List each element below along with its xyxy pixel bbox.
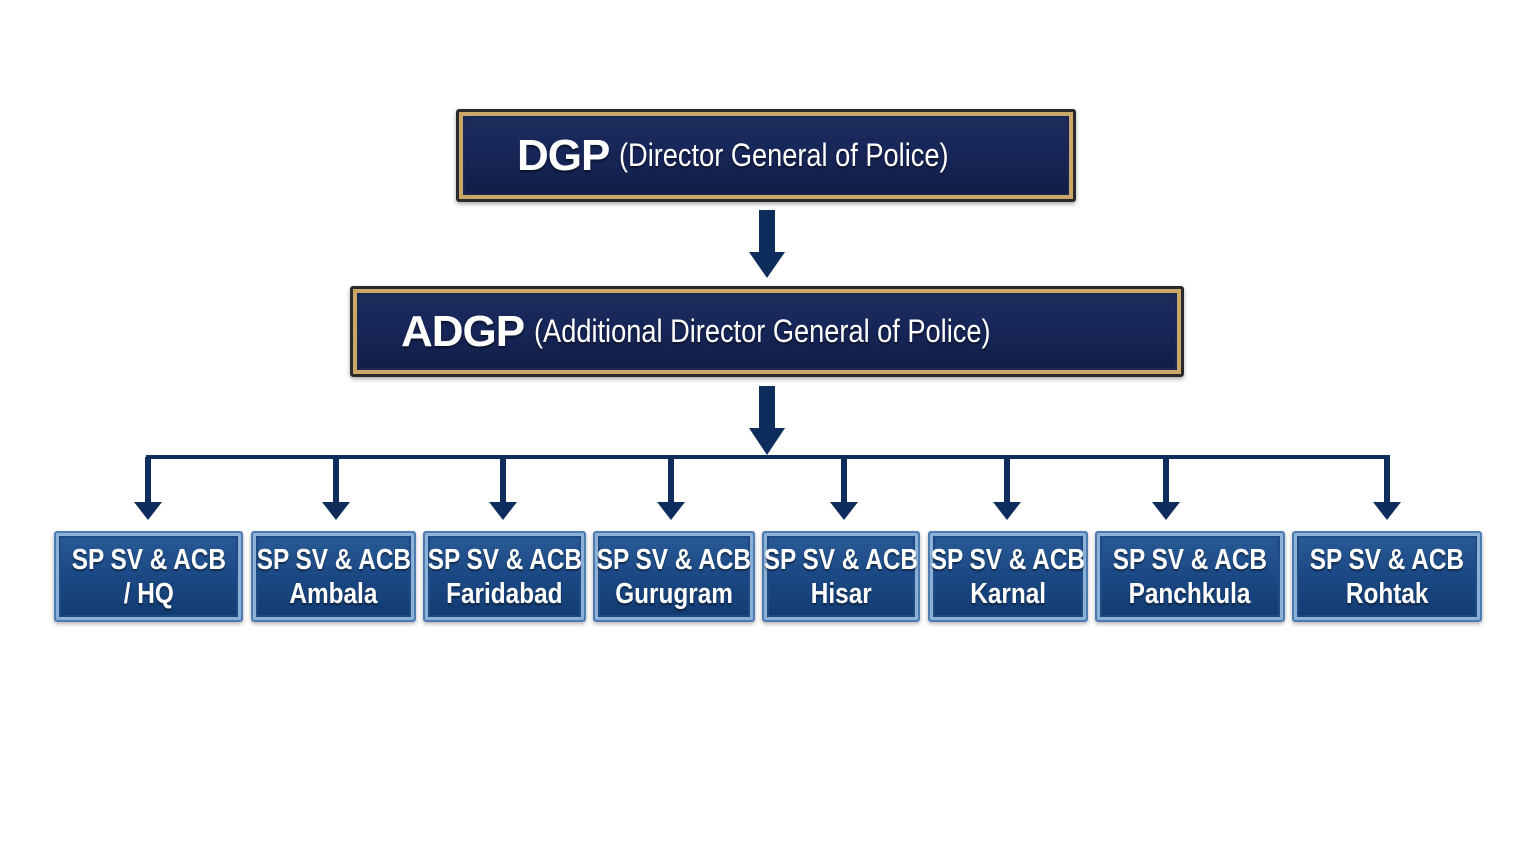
unit-title: SP SV & ACB: [763, 543, 919, 576]
unit-location: Hisar: [810, 577, 872, 610]
arrow-down-icon: [489, 457, 517, 520]
adgp-box: ADGP (Additional Director General of Pol…: [350, 286, 1184, 377]
unit-box-gurugram: SP SV & ACB Gurugram: [593, 531, 755, 622]
dgp-abbreviation: DGP: [517, 130, 610, 180]
adgp-full-title: (Additional Director General of Police): [534, 313, 991, 349]
arrow-down-icon: [830, 457, 858, 520]
arrow-down-icon: [657, 457, 685, 520]
arrow-down-icon: [993, 457, 1021, 520]
unit-location: Faridabad: [446, 577, 563, 610]
unit-location: Panchkula: [1129, 577, 1251, 610]
branch-line: [146, 455, 1390, 459]
arrow-down-icon: [749, 386, 785, 455]
unit-location: Karnal: [970, 577, 1046, 610]
dgp-box: DGP (Director General of Police): [456, 109, 1076, 202]
unit-box-hisar: SP SV & ACB Hisar: [762, 531, 920, 622]
unit-box-panchkula: SP SV & ACB Panchkula: [1095, 531, 1285, 622]
unit-location: Rohtak: [1345, 577, 1429, 610]
unit-title: SP SV & ACB: [71, 543, 226, 576]
arrow-down-icon: [1373, 457, 1401, 520]
unit-title: SP SV & ACB: [596, 543, 752, 576]
unit-box-rohtak: SP SV & ACB Rohtak: [1292, 531, 1482, 622]
unit-title: SP SV & ACB: [427, 543, 582, 576]
unit-location: / HQ: [123, 577, 174, 610]
unit-box-faridabad: SP SV & ACB Faridabad: [423, 531, 586, 622]
dgp-full-title: (Director General of Police): [619, 137, 949, 173]
arrow-down-icon: [322, 457, 350, 520]
unit-title: SP SV & ACB: [1112, 543, 1268, 576]
unit-title: SP SV & ACB: [256, 543, 411, 576]
arrow-down-icon: [749, 210, 785, 278]
unit-location: Gurugram: [615, 577, 733, 610]
arrow-down-icon: [1152, 457, 1180, 520]
unit-box-karnal: SP SV & ACB Karnal: [928, 531, 1088, 622]
adgp-abbreviation: ADGP: [401, 306, 525, 356]
unit-title: SP SV & ACB: [1309, 543, 1465, 576]
unit-box-hq: SP SV & ACB / HQ: [54, 531, 243, 622]
arrow-down-icon: [134, 457, 162, 520]
unit-box-ambala: SP SV & ACB Ambala: [251, 531, 416, 622]
branch-arrows: [134, 457, 1401, 520]
unit-location: Ambala: [289, 577, 378, 610]
unit-title: SP SV & ACB: [930, 543, 1086, 576]
